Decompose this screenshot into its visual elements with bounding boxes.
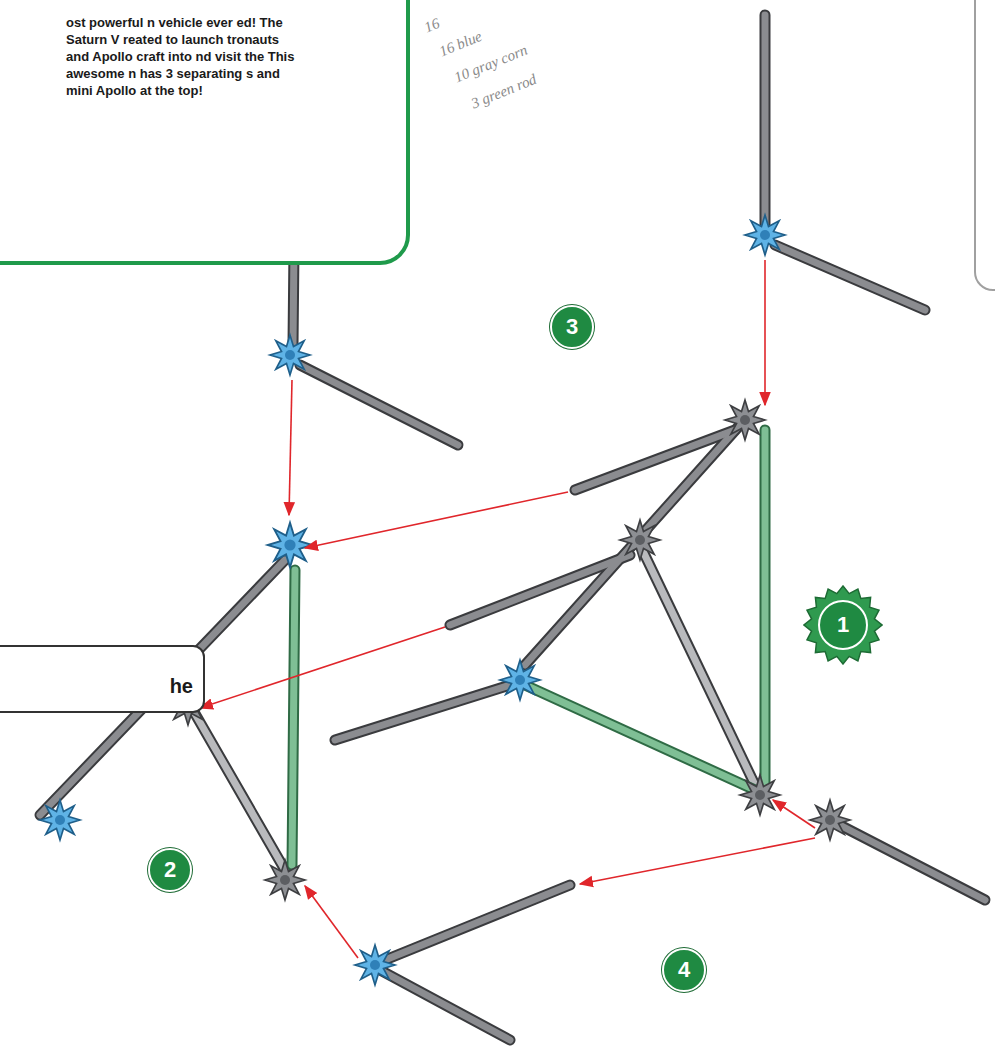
step-circle: 4 bbox=[662, 948, 706, 992]
step-number: 3 bbox=[566, 316, 578, 338]
note-box: he bbox=[0, 645, 205, 713]
step-number: 4 bbox=[678, 959, 690, 981]
step-circle: 3 bbox=[550, 305, 594, 349]
intro-text: ost powerful n vehicle ever ed! The Satu… bbox=[66, 14, 296, 99]
step-circle: 2 bbox=[148, 848, 192, 892]
step-number: 2 bbox=[164, 859, 176, 881]
step-burst: 1 bbox=[803, 585, 883, 665]
step-number: 1 bbox=[837, 614, 849, 636]
handwritten-note: 16 blue bbox=[437, 28, 485, 60]
handwritten-note: 16 bbox=[422, 15, 442, 36]
intro-text-box: ost powerful n vehicle ever ed! The Satu… bbox=[0, 0, 410, 265]
note-text: he bbox=[12, 675, 193, 698]
